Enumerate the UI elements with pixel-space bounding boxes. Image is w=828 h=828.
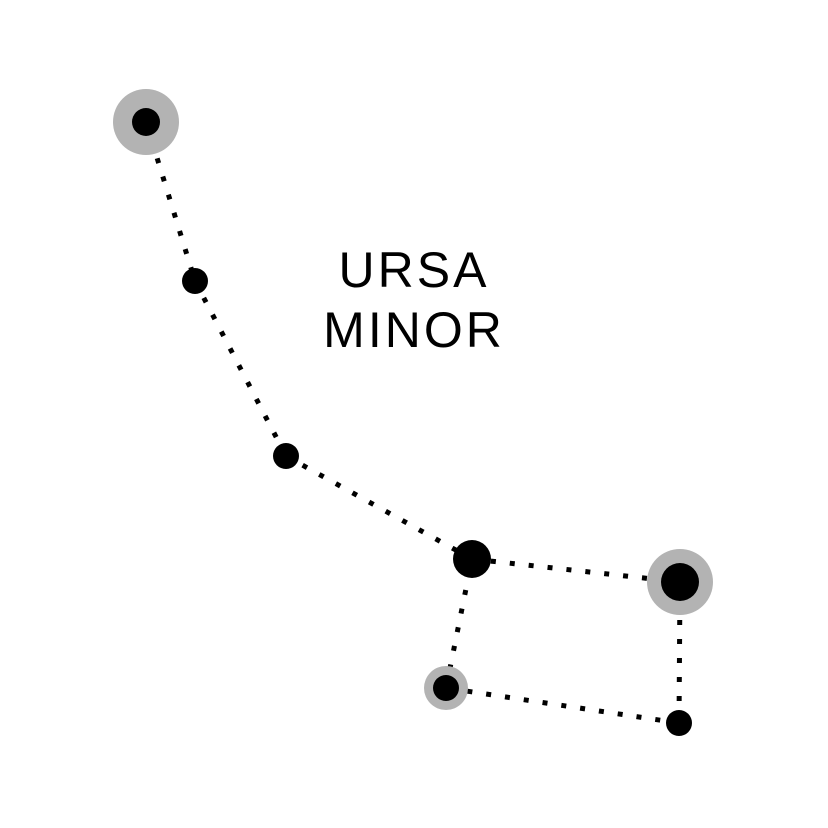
star-4 xyxy=(453,540,491,578)
title-line-2: MINOR xyxy=(323,302,505,358)
connection-star-3-star-4 xyxy=(284,453,474,562)
star-1 xyxy=(132,108,160,136)
star-6 xyxy=(666,710,692,736)
star-3 xyxy=(273,443,299,469)
connection-star-2-star-3 xyxy=(192,279,289,458)
connection-star-4-star-5 xyxy=(471,556,681,585)
constellation-stars xyxy=(132,108,699,736)
star-5 xyxy=(661,563,699,601)
title-line-1: URSA xyxy=(338,242,490,298)
constellation-title: URSA MINOR xyxy=(323,240,505,360)
constellation-lines xyxy=(143,121,683,726)
star-halos xyxy=(113,89,713,710)
connection-star-6-star-7 xyxy=(445,685,680,726)
star-2 xyxy=(182,268,208,294)
star-7 xyxy=(433,675,459,701)
